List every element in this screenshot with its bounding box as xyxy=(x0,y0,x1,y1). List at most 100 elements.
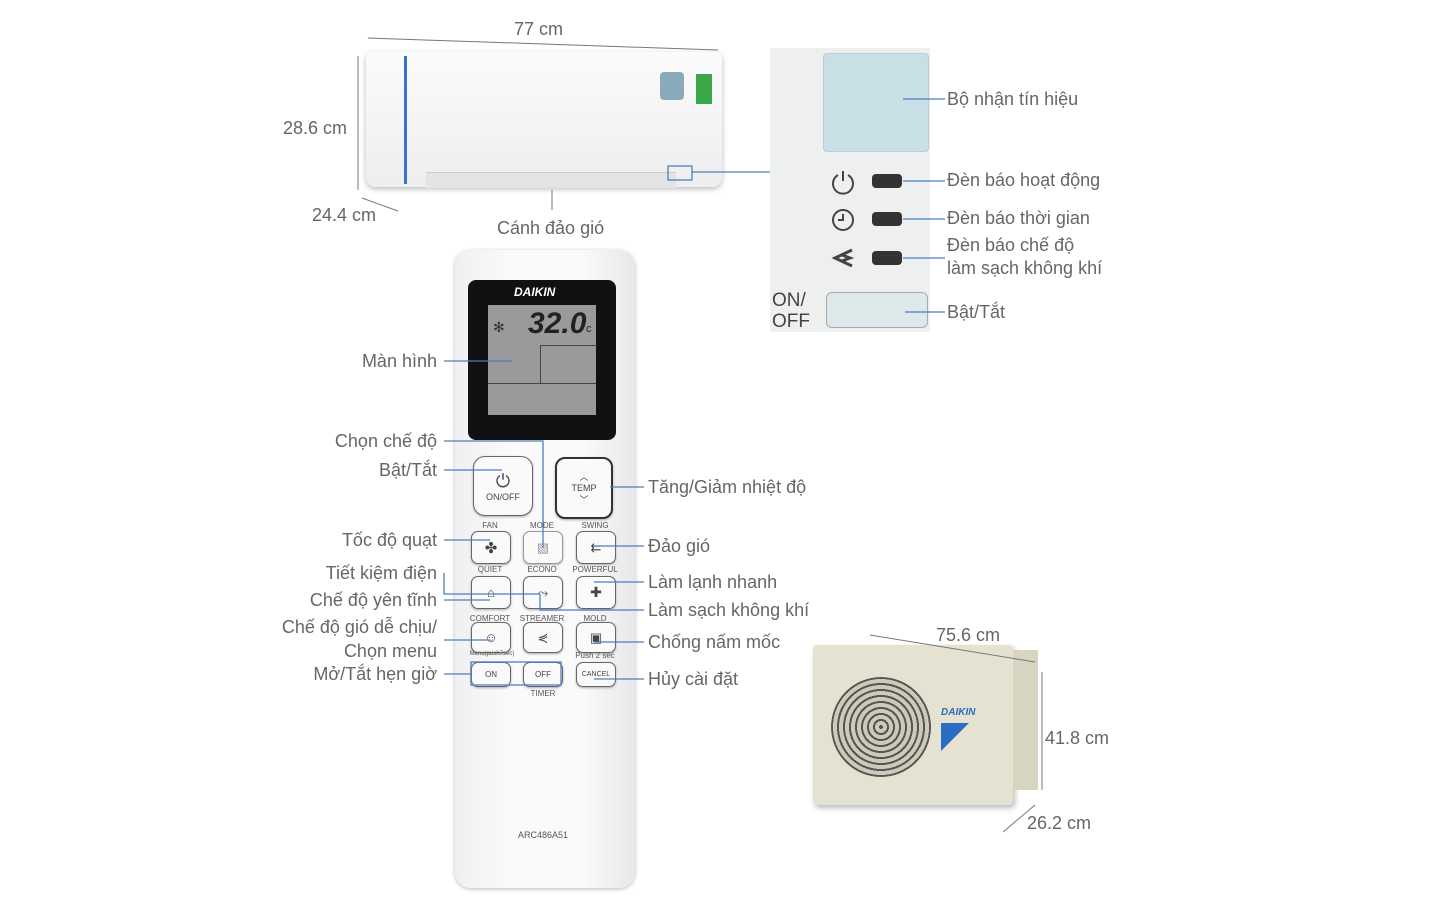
streamer-icon: ⋞ xyxy=(537,629,549,645)
clock-icon xyxy=(832,209,854,231)
dim-line-width xyxy=(367,37,719,51)
label-mode: Chọn chế độ xyxy=(334,431,437,451)
streamer-label: STREAMER xyxy=(519,614,565,623)
daikin-logo: DAIKIN xyxy=(514,285,556,299)
louver xyxy=(426,172,676,188)
label-streamer: Làm sạch không khí xyxy=(648,600,810,620)
label-operation-lamp: Đèn báo hoạt động xyxy=(947,170,1101,190)
label-screen: Màn hình xyxy=(361,351,437,371)
label-timer-lamp: Đèn báo thời gian xyxy=(947,208,1090,228)
onoff-button[interactable]: ⏻ON/OFF xyxy=(473,456,533,516)
outdoor-width-label: 75.6 cm xyxy=(936,625,1001,645)
outdoor-unit: DAIKIN xyxy=(813,645,1013,805)
label-fan: Tốc độ quạt xyxy=(341,530,437,550)
mold-button[interactable]: ▣ xyxy=(576,622,616,653)
dim-line-outdoor-depth xyxy=(1002,804,1036,833)
econo-icon: ⤳ xyxy=(537,584,549,600)
fan-icon: ✤ xyxy=(484,539,498,557)
snowflake-icon: ✻ xyxy=(493,319,505,335)
indoor-depth-label: 24.4 cm xyxy=(312,205,377,225)
mold-label: MOLD xyxy=(583,614,607,623)
outdoor-side xyxy=(1013,650,1038,790)
label-econo: Tiết kiệm điện xyxy=(325,563,437,583)
panel-highlight xyxy=(667,165,693,181)
label-swing: Đảo gió xyxy=(648,536,711,556)
lcd-display: ✻ 32.0 c xyxy=(488,305,597,415)
onoff-label: ON/OFF xyxy=(772,290,810,332)
swing-icon: ⇇ xyxy=(590,539,602,555)
powerful-icon: ✚ xyxy=(590,584,602,600)
timer-label: TIMER xyxy=(530,689,556,698)
chevron-down-icon[interactable]: ﹀ xyxy=(579,495,589,505)
lcd-unit: c xyxy=(586,323,592,335)
label-streamer-lamp-1: Đèn báo chế độ xyxy=(947,235,1075,255)
fan-grille xyxy=(831,677,931,777)
mold-icon: ▣ xyxy=(589,629,603,645)
energy-label xyxy=(696,74,712,104)
dim-line-depth xyxy=(361,197,399,212)
comfort-button[interactable]: ☺ xyxy=(471,622,511,653)
lcd-temperature: 32.0 xyxy=(528,307,587,340)
operation-lamp xyxy=(872,174,902,188)
powerful-label: POWERFUL xyxy=(572,565,618,574)
menu-hint: Menu(push7sec) xyxy=(469,651,515,657)
fan-button[interactable]: ✤ xyxy=(471,531,511,564)
quiet-label: QUIET xyxy=(477,565,503,574)
onoff-label-line1: ON/ xyxy=(772,290,806,311)
indoor-unit xyxy=(366,52,722,188)
label-cancel: Hủy cài đặt xyxy=(648,669,739,689)
label-power: Bật/Tắt xyxy=(378,460,437,480)
signal-receiver xyxy=(823,53,929,152)
quiet-button[interactable]: ⌂ xyxy=(471,576,511,609)
swing-label: SWING xyxy=(581,521,609,530)
push-hint: Push 2 sec xyxy=(575,651,615,660)
fan-label: FAN xyxy=(482,521,498,530)
label-temp: Tăng/Giảm nhiệt độ xyxy=(648,477,807,497)
quiet-home-icon: ⌂ xyxy=(487,585,495,600)
dim-line-outdoor-width xyxy=(869,634,1036,663)
label-receiver: Bộ nhận tín hiệu xyxy=(947,89,1079,109)
temp-button[interactable]: ︿TEMP ﹀ xyxy=(555,457,613,519)
power-icon xyxy=(832,171,854,195)
chevron-up-icon[interactable]: ︿ xyxy=(579,472,589,482)
comfort-icon: ☺ xyxy=(484,630,498,645)
outdoor-brand: DAIKIN xyxy=(941,707,976,718)
econo-label: ECONO xyxy=(527,565,557,574)
indoor-unit-blue-strip xyxy=(404,56,407,184)
label-comfort-1: Chế độ gió dễ chịu/ xyxy=(281,617,437,637)
econo-button[interactable]: ⤳ xyxy=(523,576,563,609)
indoor-width-label: 77 cm xyxy=(514,19,564,39)
label-comfort-2: Chọn menu xyxy=(343,641,437,661)
remote-model: ARC486A51 xyxy=(517,830,569,840)
streamer-icon xyxy=(831,248,855,268)
streamer-button[interactable]: ⋞ xyxy=(523,622,563,653)
lcd-divider xyxy=(540,345,597,384)
cancel-button[interactable]: CANCEL xyxy=(576,662,616,687)
comfort-label: COMFORT xyxy=(469,614,511,623)
label-panel-onoff: Bật/Tắt xyxy=(947,302,1006,322)
louver-label: Cánh đảo gió xyxy=(497,218,605,238)
label-streamer-lamp-2: làm sạch không khí xyxy=(947,258,1103,278)
timer-on-button[interactable]: ON xyxy=(471,662,511,687)
daikin-logo-mark xyxy=(941,723,969,751)
timer-lamp xyxy=(872,212,902,226)
lcd-divider-h xyxy=(488,383,596,384)
label-quiet: Chế độ yên tĩnh xyxy=(309,590,437,610)
mode-label: MODE xyxy=(530,521,554,530)
onoff-button-label: ON/OFF xyxy=(486,491,520,502)
display-panel: ON/OFF xyxy=(770,48,930,332)
timer-off-button[interactable]: OFF xyxy=(523,662,563,687)
swing-button[interactable]: ⇇ xyxy=(576,531,616,564)
label-mold: Chống nấm mốc xyxy=(648,632,781,652)
label-powerful: Làm lạnh nhanh xyxy=(648,572,778,592)
certification-badge xyxy=(660,72,684,100)
remote-screen-bezel: DAIKIN ✻ 32.0 c xyxy=(468,280,616,440)
onoff-label-line2: OFF xyxy=(772,311,810,332)
power-icon: ⏻ xyxy=(495,470,511,491)
streamer-lamp xyxy=(872,251,902,265)
indoor-height-label: 28.6 cm xyxy=(283,118,348,138)
panel-onoff-button[interactable] xyxy=(826,292,928,328)
temp-label: TEMP xyxy=(571,483,597,493)
